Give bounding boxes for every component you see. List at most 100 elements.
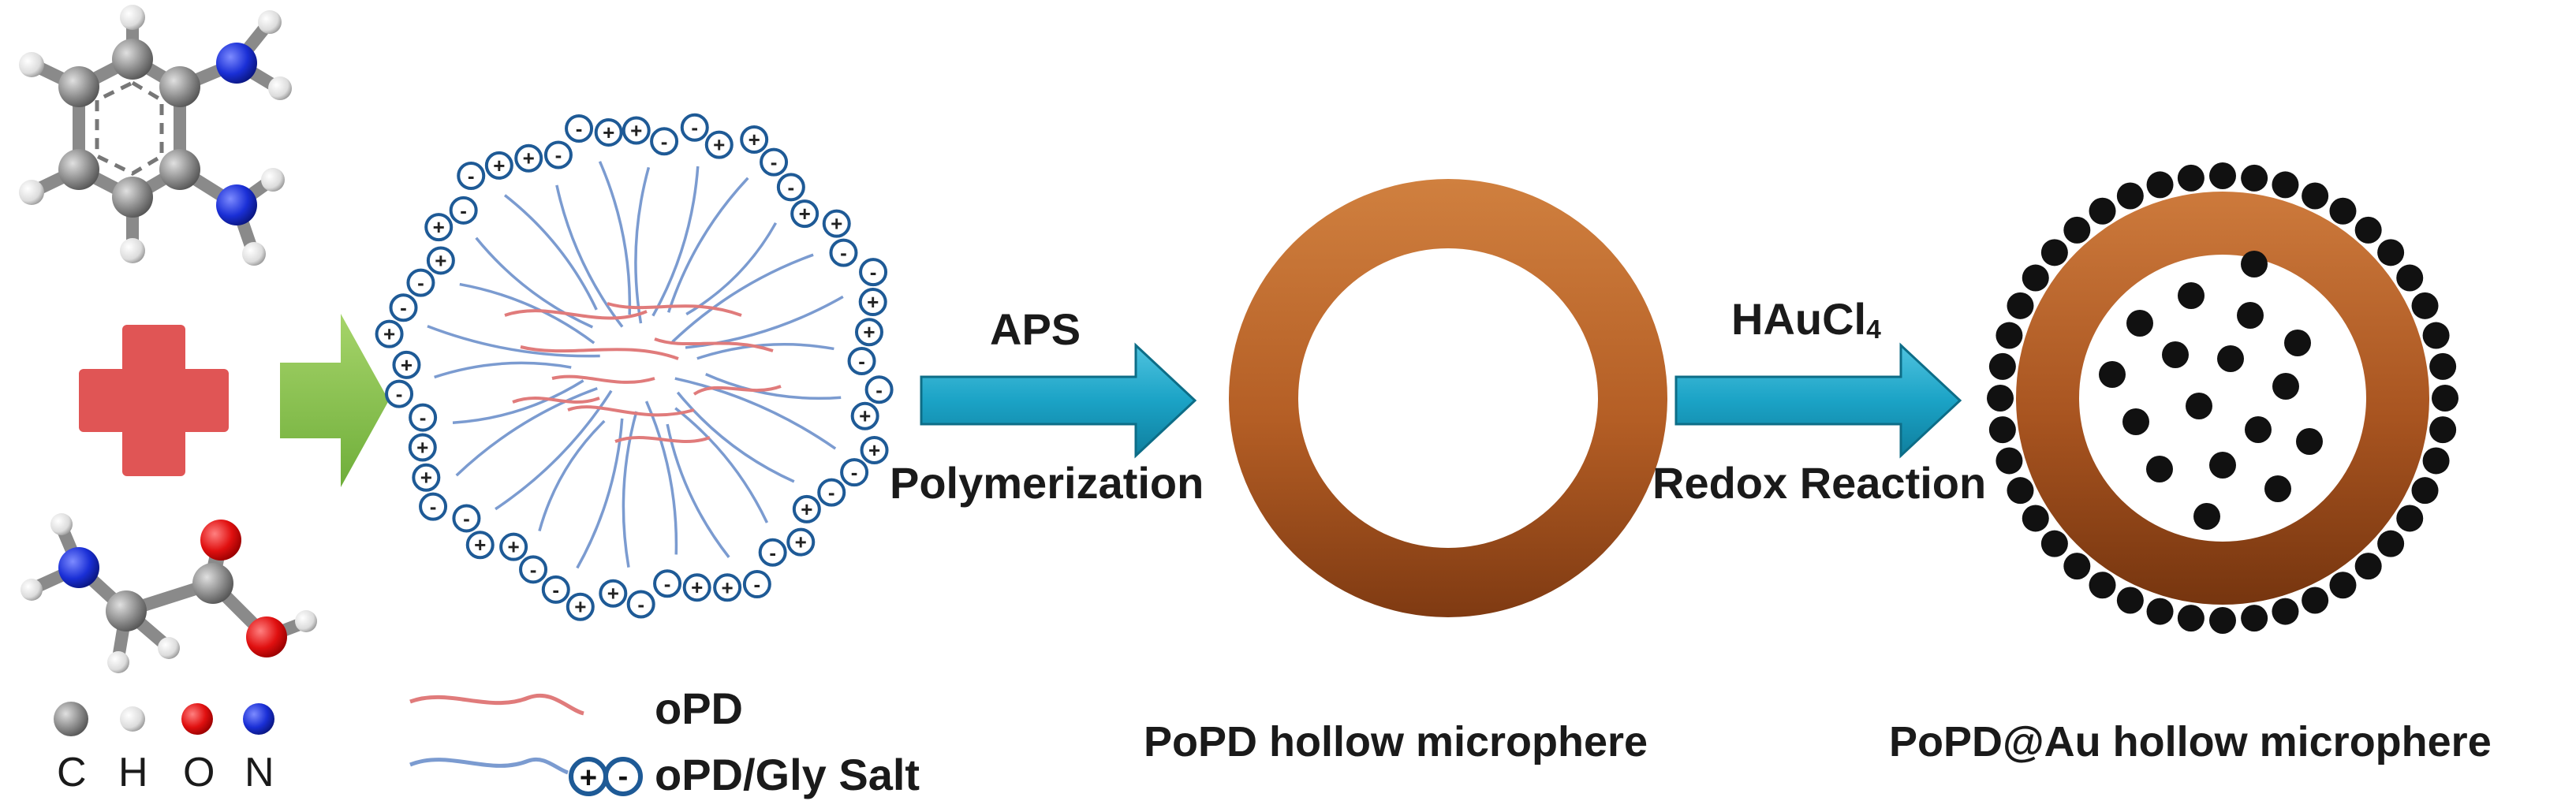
teal-arrow-2-icon	[1674, 342, 1962, 459]
element-label-n: N	[245, 750, 274, 795]
ion-sign: +	[420, 466, 432, 490]
au-nanoparticle	[2377, 239, 2405, 266]
ion-head	[740, 125, 769, 155]
legend-atom-o	[181, 703, 213, 735]
ion-sign: -	[769, 541, 776, 564]
ion-sign: +	[713, 133, 725, 157]
salt-ion-pair-icon: + -	[569, 757, 643, 796]
ion-sign: -	[530, 557, 537, 581]
ion-sign: -	[858, 349, 865, 373]
ion-sign: +	[630, 118, 642, 142]
au-nanoparticle	[2186, 393, 2212, 419]
ion-head	[543, 140, 573, 169]
au-nanoparticle	[2272, 373, 2299, 400]
ion-sign: -	[396, 382, 403, 406]
au-nanoparticle	[2040, 530, 2068, 557]
ion-sign: +	[433, 215, 445, 239]
svg-text:+: +	[580, 762, 597, 795]
ion-head	[424, 213, 454, 242]
ion-sign: -	[555, 143, 562, 167]
ion-head	[412, 463, 441, 492]
au-nanoparticle	[2209, 452, 2236, 479]
au-nanoparticle	[2237, 302, 2264, 329]
legend-atom-c	[54, 702, 88, 736]
opd-chain	[654, 337, 774, 352]
au-nanoparticle	[2209, 162, 2236, 189]
ion-sign: +	[795, 531, 807, 554]
ion-head	[541, 575, 570, 604]
au-nanoparticle	[2022, 505, 2049, 532]
popd-au-hollow-caption: PoPD@Au hollow microphere	[1889, 718, 2492, 765]
ion-head	[758, 538, 787, 567]
au-nanoparticle	[2411, 477, 2439, 505]
ion-head	[385, 379, 414, 408]
ion-sign: +	[508, 535, 520, 559]
au-nanoparticle	[2241, 605, 2268, 632]
ion-head	[514, 143, 543, 173]
au-nanoparticle	[2429, 352, 2457, 380]
au-nanoparticles-outer	[1987, 162, 2458, 634]
ion-head	[840, 458, 869, 487]
au-nanoparticle	[2272, 598, 2299, 625]
ion-head	[565, 114, 594, 143]
ion-head	[392, 350, 421, 379]
au-nanoparticle	[2422, 322, 2450, 349]
ion-head	[790, 199, 819, 229]
surfactant-tail	[622, 411, 638, 568]
au-nanoparticle	[2432, 385, 2458, 412]
ion-head	[817, 478, 846, 507]
au-nanoparticle	[2284, 330, 2311, 356]
au-nanoparticle	[2177, 164, 2205, 192]
surfactant-tail	[676, 391, 795, 483]
step2-reagent-subscript: 4	[1866, 315, 1881, 345]
surfactant-tail	[598, 161, 632, 315]
opd-chain	[512, 397, 600, 404]
ion-sign: -	[840, 241, 847, 265]
au-nanoparticle	[2329, 572, 2357, 599]
ion-sign: -	[420, 406, 427, 430]
ion-head	[760, 147, 789, 177]
au-nanoparticle	[2063, 216, 2091, 244]
au-nanoparticle	[2193, 503, 2220, 530]
au-nanoparticle	[2007, 292, 2034, 319]
ion-head	[850, 401, 879, 430]
au-nanoparticle	[2354, 216, 2382, 244]
ion-head	[419, 492, 448, 521]
ion-head	[704, 130, 734, 159]
line-legend: + -	[409, 693, 643, 796]
ion-head	[594, 117, 623, 147]
ion-head	[742, 570, 771, 599]
au-nanoparticle	[2272, 171, 2299, 199]
au-nanoparticle	[2116, 182, 2144, 210]
popd-au-hollow-sphere	[1987, 162, 2458, 634]
ion-sign: -	[460, 199, 467, 222]
ion-head	[519, 555, 548, 584]
ion-head	[792, 494, 821, 523]
ion-sign: -	[463, 506, 470, 530]
surfactant-tail	[696, 343, 834, 360]
opd-chain	[614, 436, 711, 443]
ion-sign: -	[576, 117, 583, 140]
ion-head	[858, 288, 887, 317]
ion-sign: -	[417, 271, 424, 295]
ion-sign: +	[435, 248, 446, 272]
ion-head	[375, 319, 404, 348]
au-nanoparticle	[2396, 264, 2424, 292]
ion-sign: +	[493, 154, 505, 177]
element-label-o: O	[183, 750, 215, 795]
au-nanoparticle	[2411, 292, 2439, 319]
au-nanoparticle	[2146, 171, 2174, 199]
ion-sign: -	[637, 593, 644, 616]
green-arrow-icon	[280, 314, 389, 487]
ion-sign: +	[749, 128, 760, 151]
ion-sign: -	[400, 296, 407, 319]
au-nanoparticle	[2146, 598, 2174, 625]
opd-legend-line	[409, 693, 584, 716]
surfactant-tail	[674, 407, 769, 523]
ion-head	[653, 569, 682, 598]
surfactant-tail	[427, 325, 600, 358]
surfactant-tail	[666, 177, 749, 313]
au-nanoparticle	[2422, 447, 2450, 475]
ion-sign: +	[722, 575, 734, 599]
ion-head	[626, 590, 655, 619]
